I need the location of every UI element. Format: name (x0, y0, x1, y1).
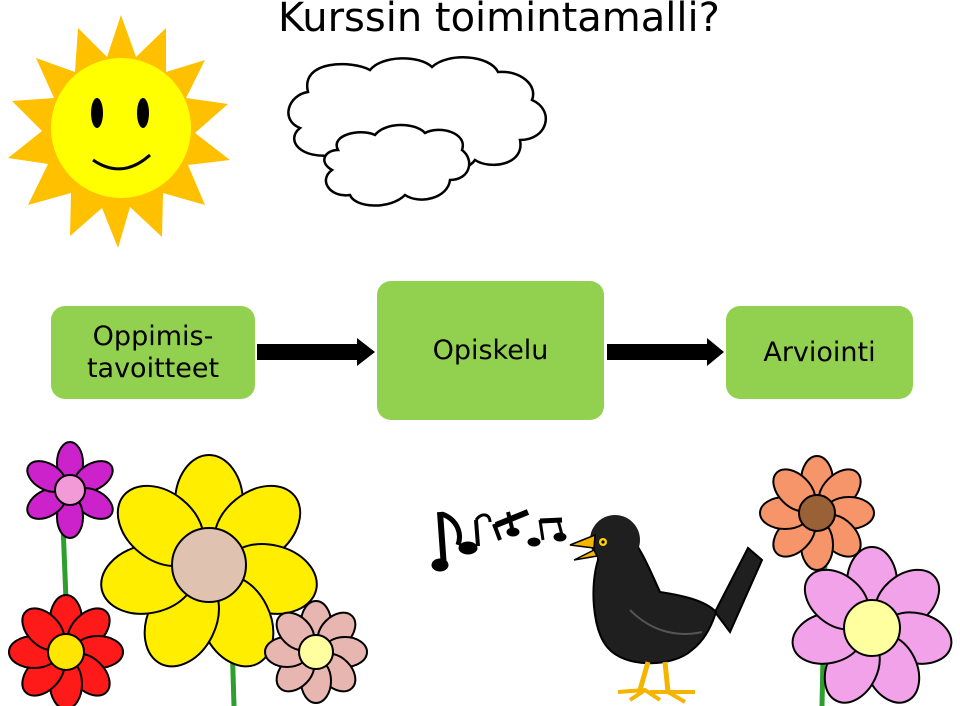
step-box-arviointi: Arviointi (726, 306, 913, 399)
arrow-icon (257, 338, 375, 366)
step-label: Opiskelu (432, 334, 549, 366)
music-notes-icon (431, 509, 567, 572)
flower-icon (264, 600, 368, 704)
page-title: Kurssin toimintamalli? (278, 0, 720, 41)
flower-icon (8, 594, 124, 706)
step-box-oppimistavoitteet: Oppimis- tavoitteet (51, 306, 255, 399)
step-label: Oppimis- tavoitteet (86, 321, 220, 384)
flower-icon (759, 455, 875, 571)
flower-icon (100, 454, 318, 668)
arrow-icon (607, 338, 724, 366)
cloud-icon (287, 56, 548, 207)
flower-icon (26, 441, 114, 539)
flower-icon (791, 546, 953, 704)
step-box-opiskelu: Opiskelu (377, 281, 604, 420)
step-label: Arviointi (763, 336, 876, 368)
bird-icon (569, 515, 764, 704)
sun-icon (8, 15, 230, 248)
